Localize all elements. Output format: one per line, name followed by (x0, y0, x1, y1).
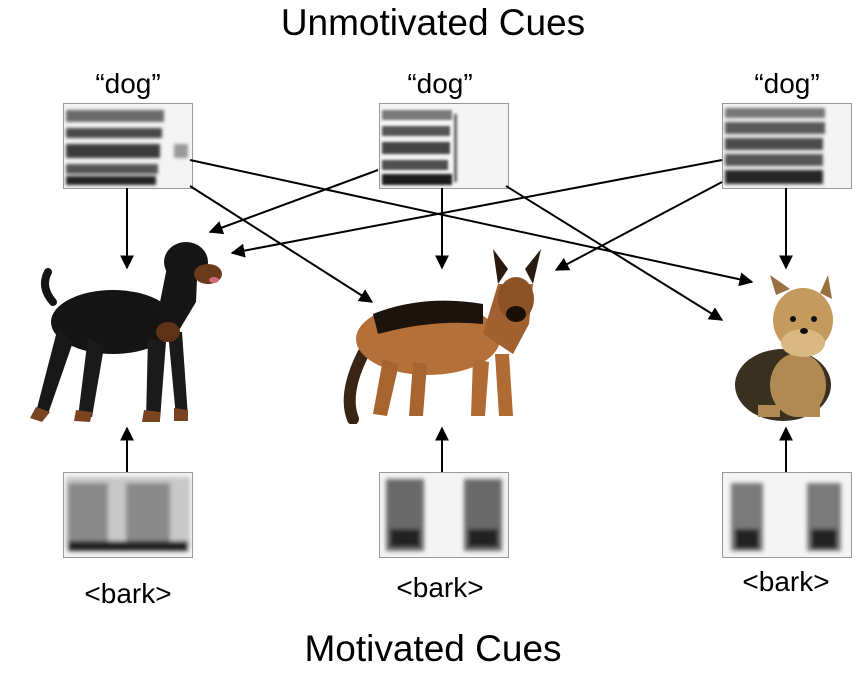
word-spectrogram-1 (63, 103, 193, 189)
title-unmotivated-cues: Unmotivated Cues (280, 2, 586, 43)
arrow-word3-to-rottweiler (230, 159, 723, 258)
bark-label-1: <bark> (84, 578, 172, 609)
bark-spectrogram-3 (722, 472, 852, 558)
arrow-word3-to-shepherd (554, 181, 723, 271)
bark-spectrogram-1 (63, 472, 193, 558)
german-shepherd-image (343, 249, 541, 424)
rottweiler-image (30, 242, 222, 422)
arrow-word2-to-yorkie (505, 185, 724, 321)
arrow-word1-to-yorkie (189, 159, 754, 287)
bark-label-2: <bark> (396, 572, 484, 603)
title-motivated-cues: Motivated Cues (304, 628, 562, 669)
word-spectrogram-3 (722, 103, 852, 189)
word-label-2: “dog” (407, 68, 473, 99)
bark-label-3: <bark> (742, 566, 830, 597)
word-label-3: “dog” (754, 68, 820, 99)
arrow-word2-to-rottweiler (208, 169, 379, 235)
word-spectrogram-2 (379, 103, 509, 189)
word-label-1: “dog” (95, 68, 161, 99)
bark-spectrogram-2 (379, 472, 509, 558)
yorkshire-terrier-image (735, 275, 833, 421)
